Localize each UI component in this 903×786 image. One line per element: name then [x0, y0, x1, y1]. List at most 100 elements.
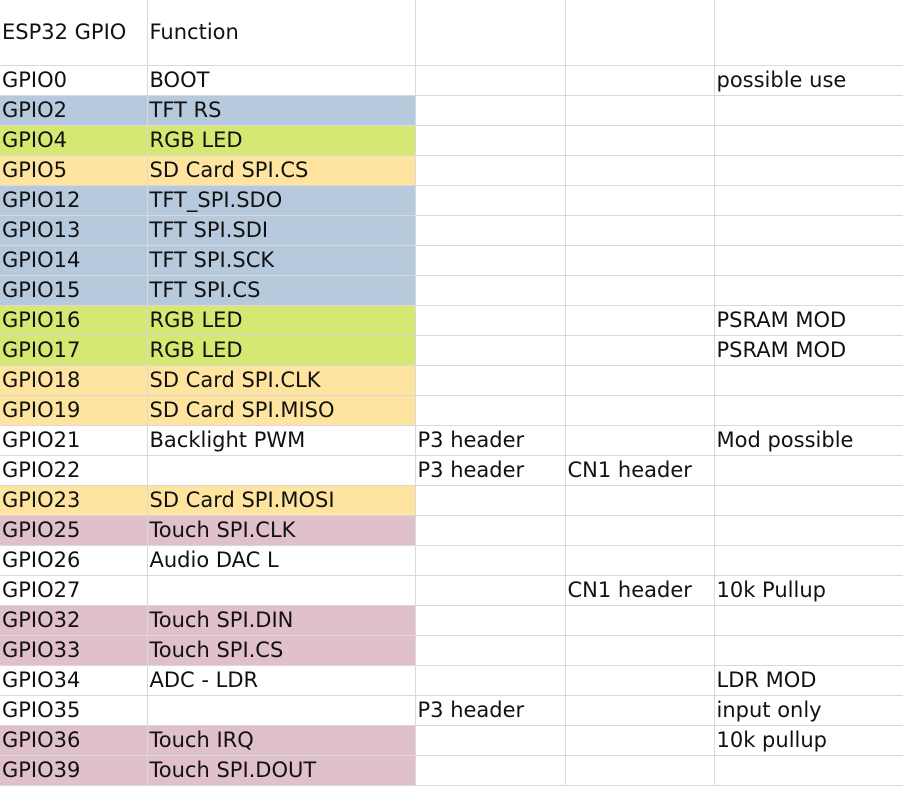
col5-cell[interactable] — [714, 515, 903, 546]
function-cell[interactable]: Touch SPI.CS — [147, 635, 416, 666]
col4-cell[interactable] — [565, 425, 715, 456]
function-cell[interactable]: TFT SPI.SCK — [147, 245, 416, 276]
gpio-cell[interactable]: GPIO0 — [0, 65, 148, 96]
function-cell[interactable]: ADC - LDR — [147, 665, 416, 696]
col5-cell[interactable] — [714, 245, 903, 276]
col5-cell[interactable] — [714, 155, 903, 186]
header-function-cell[interactable]: Function — [147, 0, 416, 66]
function-cell[interactable]: Touch IRQ — [147, 725, 416, 756]
header-col5-cell[interactable] — [714, 0, 903, 66]
col4-cell[interactable] — [565, 545, 715, 576]
col3-cell[interactable] — [415, 245, 566, 276]
col4-cell[interactable] — [565, 155, 715, 186]
col4-cell[interactable]: CN1 header — [565, 575, 715, 606]
header-col3-cell[interactable] — [415, 0, 566, 66]
col5-cell[interactable] — [714, 395, 903, 426]
col4-cell[interactable] — [565, 275, 715, 306]
gpio-cell[interactable]: GPIO32 — [0, 605, 148, 636]
gpio-cell[interactable]: GPIO15 — [0, 275, 148, 306]
col3-cell[interactable] — [415, 485, 566, 516]
function-cell[interactable]: SD Card SPI.CS — [147, 155, 416, 186]
col3-cell[interactable] — [415, 125, 566, 156]
function-cell[interactable]: TFT_SPI.SDO — [147, 185, 416, 216]
col4-cell[interactable] — [565, 185, 715, 216]
gpio-cell[interactable]: GPIO21 — [0, 425, 148, 456]
function-cell[interactable] — [147, 695, 416, 726]
col3-cell[interactable] — [415, 395, 566, 426]
col4-cell[interactable]: CN1 header — [565, 455, 715, 486]
col3-cell[interactable] — [415, 95, 566, 126]
col3-cell[interactable] — [415, 665, 566, 696]
function-cell[interactable]: TFT SPI.SDI — [147, 215, 416, 246]
function-cell[interactable]: Touch SPI.CLK — [147, 515, 416, 546]
gpio-cell[interactable]: GPIO36 — [0, 725, 148, 756]
function-cell[interactable]: Backlight PWM — [147, 425, 416, 456]
col3-cell[interactable] — [415, 65, 566, 96]
col4-cell[interactable] — [565, 695, 715, 726]
col5-cell[interactable] — [714, 185, 903, 216]
col4-cell[interactable] — [565, 125, 715, 156]
gpio-cell[interactable]: GPIO5 — [0, 155, 148, 186]
function-cell[interactable] — [147, 455, 416, 486]
function-cell[interactable]: Touch SPI.DIN — [147, 605, 416, 636]
col4-cell[interactable] — [565, 395, 715, 426]
col5-cell[interactable]: Mod possible — [714, 425, 903, 456]
col5-cell[interactable]: PSRAM MOD — [714, 305, 903, 336]
col4-cell[interactable] — [565, 515, 715, 546]
col4-cell[interactable] — [565, 605, 715, 636]
gpio-cell[interactable]: GPIO17 — [0, 335, 148, 366]
col5-cell[interactable] — [714, 605, 903, 636]
col3-cell[interactable] — [415, 305, 566, 336]
col4-cell[interactable] — [565, 215, 715, 246]
gpio-cell[interactable]: GPIO35 — [0, 695, 148, 726]
col5-cell[interactable]: 10k Pullup — [714, 575, 903, 606]
gpio-cell[interactable]: GPIO14 — [0, 245, 148, 276]
col3-cell[interactable] — [415, 575, 566, 606]
col5-cell[interactable]: LDR MOD — [714, 665, 903, 696]
col5-cell[interactable]: possible use — [714, 65, 903, 96]
gpio-cell[interactable]: GPIO33 — [0, 635, 148, 666]
col4-cell[interactable] — [565, 65, 715, 96]
gpio-cell[interactable]: GPIO25 — [0, 515, 148, 546]
col3-cell[interactable] — [415, 755, 566, 786]
col5-cell[interactable] — [714, 365, 903, 396]
header-col4-cell[interactable] — [565, 0, 715, 66]
col3-cell[interactable] — [415, 335, 566, 366]
function-cell[interactable]: Touch SPI.DOUT — [147, 755, 416, 786]
col5-cell[interactable] — [714, 635, 903, 666]
col4-cell[interactable] — [565, 755, 715, 786]
gpio-cell[interactable]: GPIO39 — [0, 755, 148, 786]
gpio-cell[interactable]: GPIO2 — [0, 95, 148, 126]
gpio-cell[interactable]: GPIO12 — [0, 185, 148, 216]
col3-cell[interactable]: P3 header — [415, 425, 566, 456]
gpio-cell[interactable]: GPIO23 — [0, 485, 148, 516]
col4-cell[interactable] — [565, 95, 715, 126]
col5-cell[interactable]: input only — [714, 695, 903, 726]
function-cell[interactable]: Audio DAC L — [147, 545, 416, 576]
function-cell[interactable]: RGB LED — [147, 335, 416, 366]
gpio-cell[interactable]: GPIO27 — [0, 575, 148, 606]
gpio-cell[interactable]: GPIO19 — [0, 395, 148, 426]
col4-cell[interactable] — [565, 305, 715, 336]
col5-cell[interactable] — [714, 275, 903, 306]
col4-cell[interactable] — [565, 245, 715, 276]
col5-cell[interactable] — [714, 545, 903, 576]
function-cell[interactable]: TFT RS — [147, 95, 416, 126]
function-cell[interactable]: BOOT — [147, 65, 416, 96]
col4-cell[interactable] — [565, 485, 715, 516]
col5-cell[interactable] — [714, 95, 903, 126]
col5-cell[interactable]: PSRAM MOD — [714, 335, 903, 366]
col5-cell[interactable]: 10k pullup — [714, 725, 903, 756]
function-cell[interactable]: SD Card SPI.MOSI — [147, 485, 416, 516]
function-cell[interactable]: RGB LED — [147, 305, 416, 336]
gpio-cell[interactable]: GPIO13 — [0, 215, 148, 246]
col3-cell[interactable] — [415, 155, 566, 186]
col3-cell[interactable]: P3 header — [415, 695, 566, 726]
col3-cell[interactable] — [415, 215, 566, 246]
col4-cell[interactable] — [565, 335, 715, 366]
col4-cell[interactable] — [565, 365, 715, 396]
function-cell[interactable]: SD Card SPI.MISO — [147, 395, 416, 426]
header-gpio-cell[interactable]: ESP32 GPIO — [0, 0, 148, 66]
col5-cell[interactable] — [714, 485, 903, 516]
gpio-cell[interactable]: GPIO4 — [0, 125, 148, 156]
